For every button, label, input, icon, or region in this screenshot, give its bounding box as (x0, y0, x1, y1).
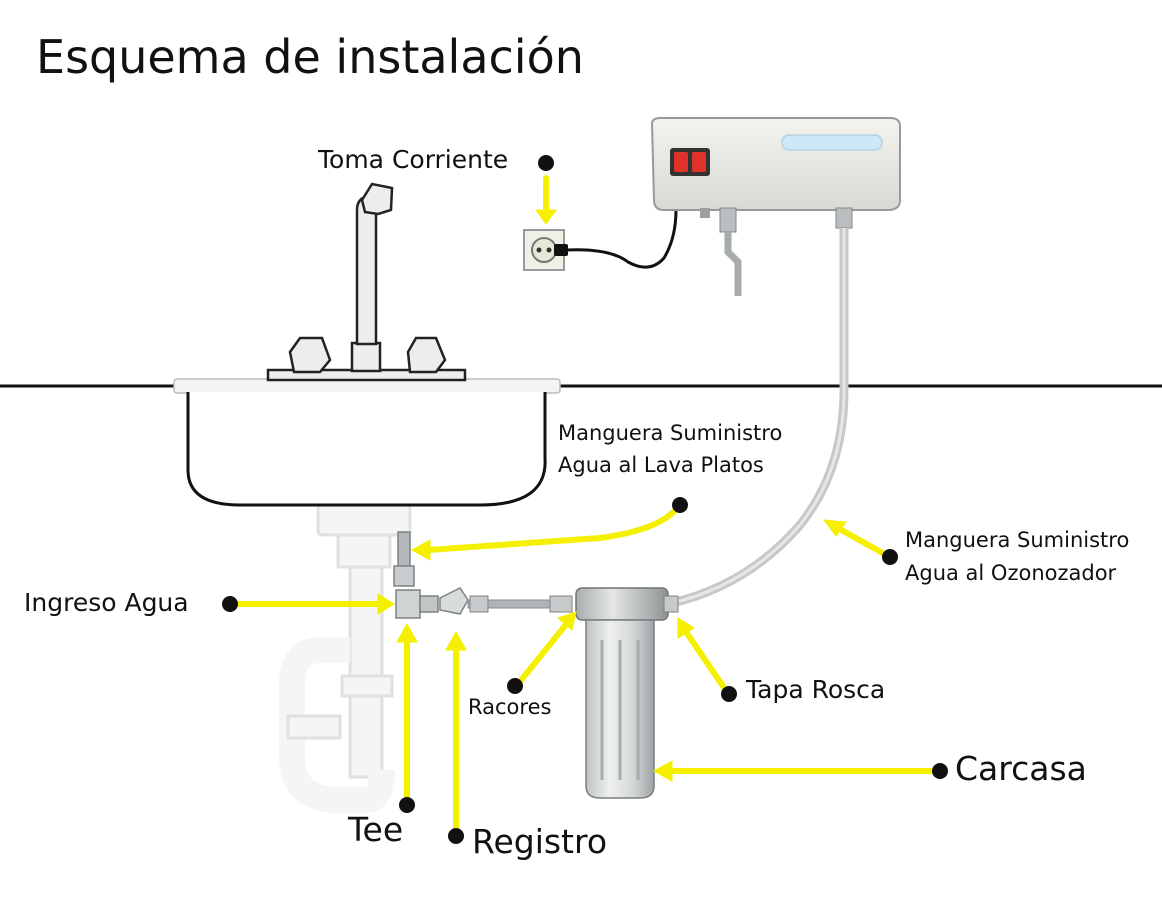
faucet (266, 182, 467, 382)
diagram-title: Esquema de instalación (36, 30, 584, 84)
label-manguera-ozonozador-line2: Agua al Ozonozador (905, 561, 1117, 585)
dot-carcasa (932, 763, 948, 779)
sink (173, 378, 561, 507)
dot-tee (399, 797, 415, 813)
arrow-ingreso-agua (229, 593, 395, 615)
dot-ingreso-agua (222, 596, 238, 612)
label-manguera-lava-platos-line2: Agua al Lava Platos (558, 453, 764, 477)
label-tapa-rosca: Tapa Rosca (746, 675, 886, 704)
arrow-racores (515, 611, 577, 687)
dot-tapa-rosca (721, 686, 737, 702)
arrow-toma-corriente (535, 175, 557, 225)
ozonator-device (650, 117, 901, 296)
dot-toma-corriente (538, 155, 554, 171)
power-cable (565, 209, 678, 269)
label-carcasa: Carcasa (955, 749, 1087, 788)
dot-registro (448, 828, 464, 844)
label-toma-corriente: Toma Corriente (318, 145, 509, 174)
arrow-tee (396, 622, 418, 805)
pointer-arrows (229, 175, 941, 837)
label-registro: Registro (472, 822, 608, 861)
dot-ozonozador (882, 549, 898, 565)
filter-housing (575, 587, 679, 799)
label-tee: Tee (348, 810, 404, 849)
label-manguera-ozonozador-line1: Manguera Suministro (905, 528, 1130, 552)
tee-and-valve (393, 531, 573, 619)
arrow-lava-platos (410, 504, 681, 561)
dot-racores (507, 678, 523, 694)
label-ingreso-agua: Ingreso Agua (24, 588, 189, 617)
drain-pipes (278, 503, 412, 813)
arrow-tapa-rosca (677, 617, 730, 695)
wall-socket (523, 229, 568, 271)
arrow-carcasa (652, 760, 941, 782)
label-racores: Racores (468, 695, 552, 719)
label-manguera-lava-platos-line1: Manguera Suministro (558, 421, 783, 445)
dot-lava-platos (672, 497, 688, 513)
arrow-registro (445, 630, 467, 837)
marker-dots (222, 155, 948, 844)
arrow-ozonozador (822, 519, 891, 559)
ozonator-hose (670, 228, 849, 608)
